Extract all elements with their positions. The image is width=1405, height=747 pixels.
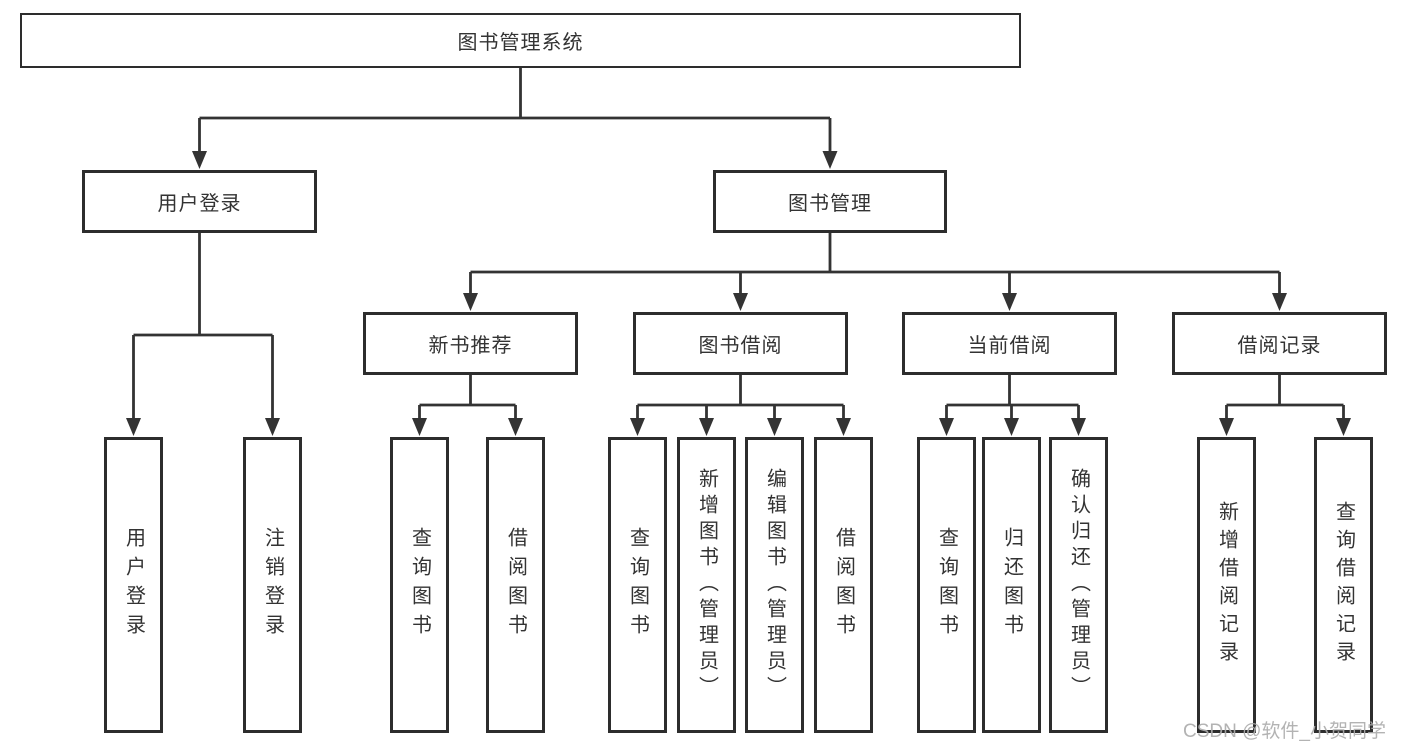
node-add-borrow-record: 新增借阅记录: [1197, 437, 1256, 733]
node-user-login: 用户登录: [82, 170, 317, 233]
node-query-books-under-borrowing: 查询图书: [608, 437, 667, 733]
node-label: 借阅图书: [832, 527, 855, 643]
node-add-book-admin: 新增图书（管理员）: [677, 437, 736, 733]
node-label: 新增借阅记录: [1215, 501, 1238, 669]
node-label: 注销登录: [261, 527, 284, 643]
node-label: 用户登录: [122, 527, 145, 643]
node-book-borrowing: 图书借阅: [633, 312, 848, 375]
node-label: 借阅记录: [1237, 335, 1322, 357]
node-borrow-books-under-recommend: 借阅图书: [486, 437, 545, 733]
watermark-csdn: CSDN @软件_小贺同学: [1183, 721, 1386, 742]
node-user-login-leaf: 用户登录: [104, 437, 163, 733]
node-book-management: 图书管理: [713, 170, 947, 233]
node-current-borrowing: 当前借阅: [902, 312, 1117, 375]
node-edit-book-admin: 编辑图书（管理员）: [745, 437, 804, 733]
node-label: 编辑图书（管理员）: [763, 468, 786, 702]
node-label: 用户登录: [157, 193, 242, 215]
node-label: 新书推荐: [428, 335, 513, 357]
node-query-books-under-current: 查询图书: [917, 437, 976, 733]
node-borrowing-records: 借阅记录: [1172, 312, 1387, 375]
node-borrow-books-under-borrowing: 借阅图书: [814, 437, 873, 733]
node-label: 确认归还（管理员）: [1067, 468, 1090, 702]
node-label: 图书管理系统: [457, 32, 584, 54]
node-label: 查询图书: [408, 527, 431, 643]
node-label: 新增图书（管理员）: [695, 468, 718, 702]
node-label: 图书管理: [788, 193, 872, 215]
node-library-management-system: 图书管理系统: [20, 13, 1021, 68]
node-label: 查询图书: [935, 527, 958, 643]
node-label: 图书借阅: [698, 335, 783, 357]
node-return-books: 归还图书: [982, 437, 1041, 733]
node-query-books-under-recommend: 查询图书: [390, 437, 449, 733]
node-label: 归还图书: [1000, 527, 1023, 643]
node-confirm-return-admin: 确认归还（管理员）: [1049, 437, 1108, 733]
node-label: 当前借阅: [967, 335, 1052, 357]
node-label: 查询借阅记录: [1332, 501, 1355, 669]
node-label: 查询图书: [626, 527, 649, 643]
node-query-borrow-record: 查询借阅记录: [1314, 437, 1373, 733]
node-new-book-recommendation: 新书推荐: [363, 312, 578, 375]
node-label: 借阅图书: [504, 527, 527, 643]
node-logout-leaf: 注销登录: [243, 437, 302, 733]
